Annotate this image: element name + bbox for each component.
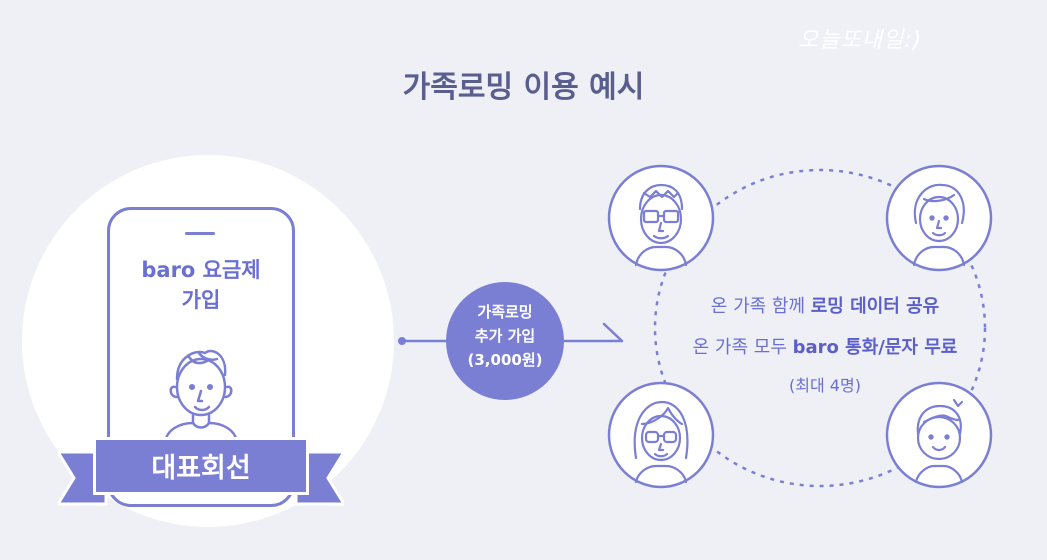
action-line-2: 추가 가입 xyxy=(474,327,536,345)
child-icon xyxy=(885,381,993,489)
representative-person-icon xyxy=(163,349,239,445)
man-glasses-icon xyxy=(607,164,715,272)
benefit-free-call: 온 가족 모두 baro 통화/문자 무료 xyxy=(640,333,1010,359)
family-dashed-circle xyxy=(653,168,987,488)
benefit-max-members: (최대 4명) xyxy=(789,376,861,395)
page-title: 가족로밍 이용 예시 xyxy=(402,70,645,105)
benefit-1-prefix: 온 가족 함께 xyxy=(710,296,811,317)
benefit-1-highlight: 로밍 데이터 공유 xyxy=(810,296,940,317)
phone-line-2: 가입 xyxy=(181,288,221,312)
connector-arrow xyxy=(398,322,624,345)
phone-text: baro 요금제 가입 xyxy=(107,255,295,315)
action-line-1: 가족로밍 xyxy=(477,303,533,321)
benefit-data-sharing: 온 가족 함께 로밍 데이터 공유 xyxy=(640,292,1010,318)
grandmother-icon xyxy=(885,164,993,272)
arrow-icon xyxy=(602,322,624,343)
action-text: 가족로밍 추가 가입 (3,000원) xyxy=(446,300,564,372)
representative-line-label: 대표회선 xyxy=(93,437,309,495)
phone-line-1: baro 요금제 xyxy=(141,258,261,282)
brand-logo: 오늘또내일:) xyxy=(798,28,923,53)
benefit-2-highlight: baro 통화/문자 무료 xyxy=(792,337,958,358)
woman-glasses-icon xyxy=(607,381,715,489)
family-roaming-action-circle xyxy=(446,282,564,400)
phone-speaker xyxy=(185,232,215,235)
action-line-3: (3,000원) xyxy=(467,351,543,369)
benefit-2-prefix: 온 가족 모두 xyxy=(692,337,793,358)
